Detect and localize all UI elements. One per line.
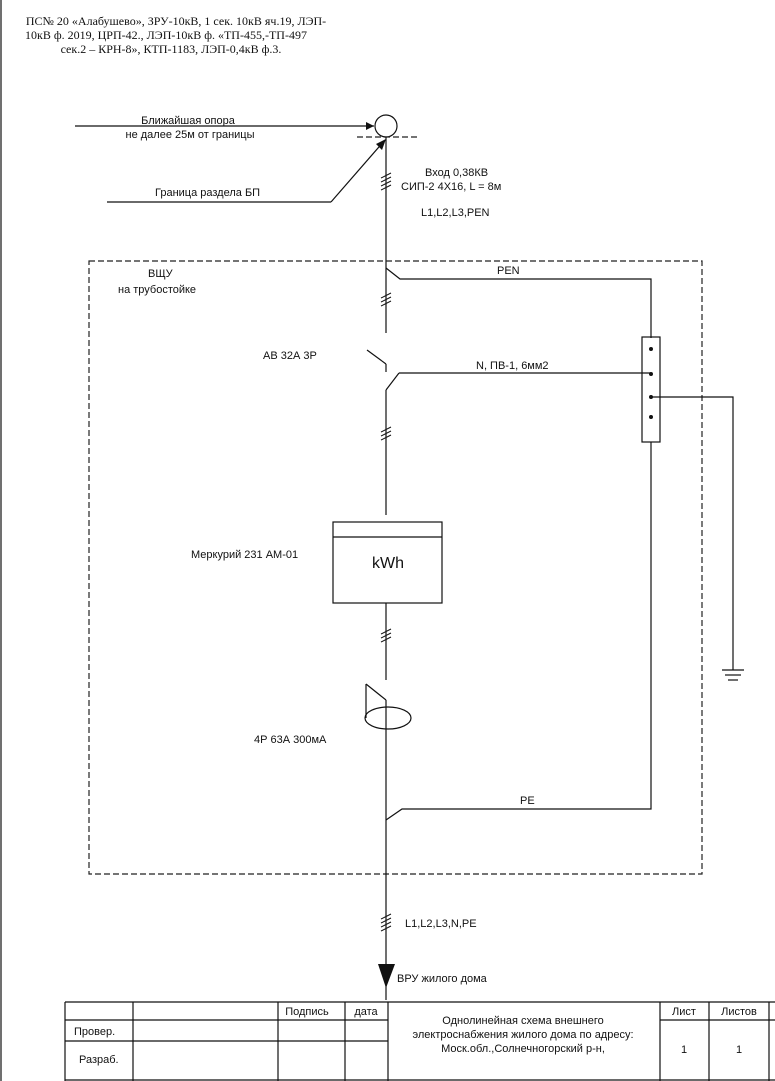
title-sheet-value: 1 <box>681 1044 687 1056</box>
title-col-date: дата <box>354 1006 378 1018</box>
breaker-blade <box>385 372 400 391</box>
header-line-3: сек.2 – КРН-8», КТП-1183, ЛЭП-0,4кВ ф.3. <box>61 42 282 56</box>
rcd-label: 4Р 63А 300мА <box>254 734 327 746</box>
input-label-line-2: СИП-2 4Х16, L = 8м <box>401 181 501 193</box>
rcd-current-transformer <box>364 706 412 730</box>
title-description-line-2: электроснабжения жилого дома по адресу: <box>412 1029 633 1041</box>
title-description-line-3: Моск.обл.,Солнечногорский р-н, <box>441 1043 605 1055</box>
output-ticks <box>380 913 392 932</box>
meter-output-ticks <box>380 628 392 643</box>
pole-label-line-2: не далее 25м от границы <box>126 129 255 141</box>
terminal-block <box>641 336 661 443</box>
title-row-checked: Провер. <box>74 1026 115 1038</box>
rcd-handle <box>365 683 387 701</box>
pen-label: PEN <box>497 265 520 277</box>
panel-boundary <box>88 260 703 875</box>
header-line-2: 10кВ ф. 2019, ЦРП-42., ЛЭП-10кВ ф. «ТП-4… <box>25 28 307 42</box>
input-label-line-1: Вход 0,38КВ <box>425 167 488 179</box>
title-row-developed: Разраб. <box>79 1054 119 1066</box>
ground-conductor <box>651 396 734 670</box>
pen-conductor <box>385 267 652 338</box>
terminal-2 <box>649 372 653 376</box>
terminal-4 <box>649 415 653 419</box>
boundary-label: Граница раздела БП <box>155 187 260 199</box>
title-sheets-header: Листов <box>721 1006 757 1018</box>
output-phases-label: L1,L2,L3,N,PE <box>405 918 477 930</box>
title-description-line-1: Однолинейная схема внешнего <box>442 1015 603 1027</box>
energy-meter <box>332 521 443 604</box>
panel-input-ticks <box>380 292 392 307</box>
panel-label-line-2: на трубостойке <box>118 284 196 296</box>
title-sheet-header: Лист <box>672 1006 696 1018</box>
pole-leader-arrow <box>366 122 374 130</box>
breaker-label: АВ 32А 3Р <box>263 350 317 362</box>
pole-label-line-1: Ближайшая опора <box>141 115 236 127</box>
energy-meter-unit: kWh <box>372 555 404 572</box>
output-destination-label: ВРУ жилого дома <box>397 973 488 985</box>
terminal-1 <box>649 347 653 351</box>
meter-model-label: Меркурий 231 АМ-01 <box>191 549 298 561</box>
input-cable-ticks <box>380 172 392 191</box>
pole-symbol <box>374 114 398 138</box>
neutral-label: N, ПВ-1, 6мм2 <box>476 360 549 372</box>
panel-label-line-1: ВЩУ <box>148 268 174 280</box>
breaker-handle <box>366 349 387 365</box>
input-phases-label: L1,L2,L3,PEN <box>421 207 490 219</box>
boundary-leader-diagonal <box>330 139 386 203</box>
pe-conductor <box>385 442 652 821</box>
pe-label: PE <box>520 795 535 807</box>
title-sheets-value: 1 <box>736 1044 742 1056</box>
header-line-1: ПС№ 20 «Алабушево», ЗРУ-10кВ, 1 сек. 10к… <box>26 14 326 28</box>
title-block-frame <box>64 1001 775 1081</box>
output-arrow <box>378 964 395 988</box>
breaker-output-ticks <box>380 426 392 441</box>
title-col-signature: Подпись <box>285 1006 329 1018</box>
boundary-leader-arrow <box>376 139 386 150</box>
